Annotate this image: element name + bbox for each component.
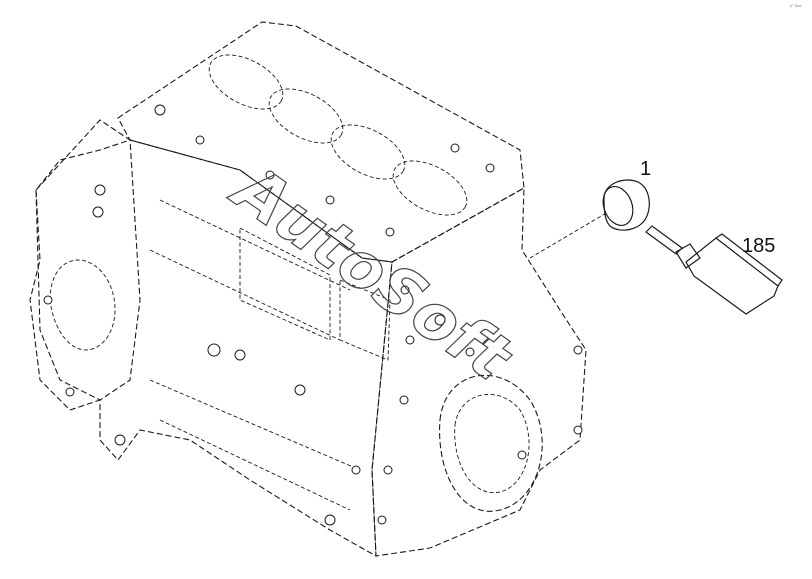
- corner-mark: p° 8as: [790, 3, 801, 8]
- sealant-tube-part: [645, 225, 783, 315]
- engine-block: [29, 21, 587, 557]
- callout-label-1: 1: [640, 158, 651, 180]
- cup-plug-part: [602, 179, 650, 231]
- assembly-leader-line: [529, 211, 609, 259]
- callout-label-185: 185: [742, 235, 775, 257]
- watermark: AutoSoft: [217, 150, 526, 397]
